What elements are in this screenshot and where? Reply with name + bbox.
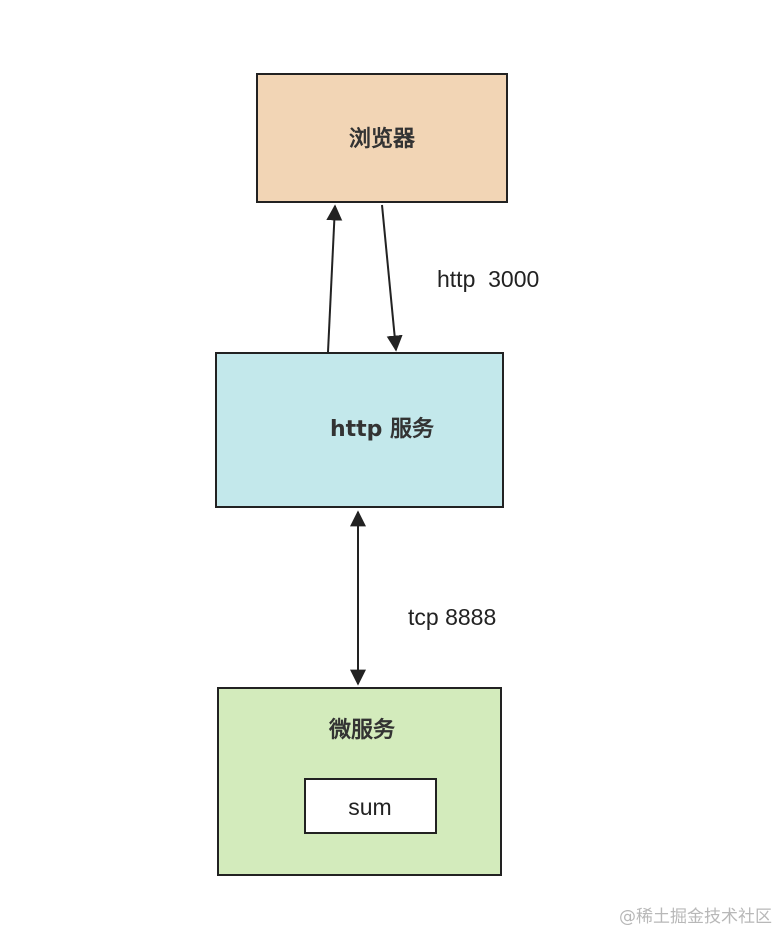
browser-label: 浏览器 xyxy=(349,126,416,152)
sum-label: sum xyxy=(348,794,391,820)
edge-label-http-3000: http 3000 xyxy=(437,266,539,292)
http-service-box xyxy=(215,352,504,508)
watermark-text: @稀土掘金技术社区 xyxy=(619,907,772,927)
microservice-label: 微服务 xyxy=(328,717,396,743)
edge-browser-to-http xyxy=(381,204,403,352)
edge-label-tcp-8888: tcp 8888 xyxy=(408,604,496,630)
microservice-node: 微服务 sum xyxy=(217,687,502,876)
sum-box xyxy=(304,778,437,834)
browser-node: 浏览器 xyxy=(256,73,508,203)
http-service-label: http 服务 xyxy=(330,417,435,442)
http-service-node: http 服务 xyxy=(215,352,504,508)
edge-http-to-browser xyxy=(326,204,343,353)
browser-box xyxy=(256,73,508,203)
